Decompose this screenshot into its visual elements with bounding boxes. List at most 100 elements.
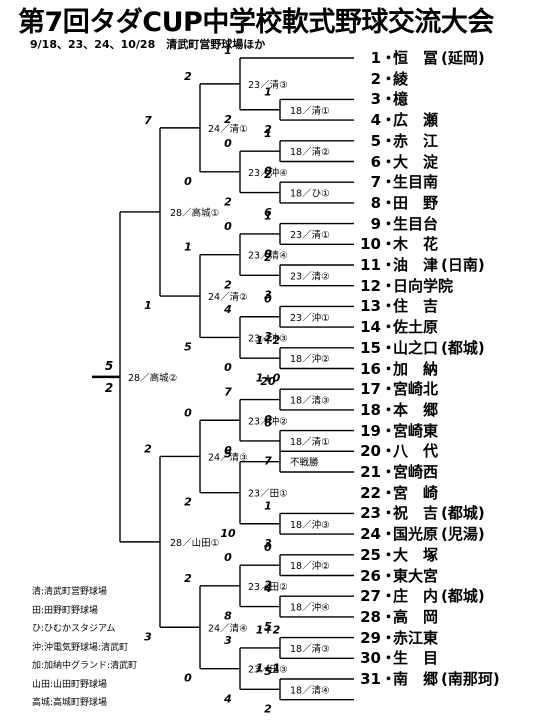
team-separator: ・ bbox=[381, 421, 397, 440]
team-entry: 15・山之口(都城) bbox=[356, 338, 485, 358]
team-separator: ・ bbox=[381, 193, 397, 212]
team-entry: 9・生目台 bbox=[356, 214, 438, 234]
match-score: 2 bbox=[144, 442, 152, 455]
team-separator: ・ bbox=[381, 442, 397, 461]
team-separator: ・ bbox=[381, 380, 397, 399]
team-entry: 3・檍 bbox=[356, 89, 408, 109]
match-label: 23／田③ bbox=[248, 665, 288, 676]
page-subtitle: 9/18、23、24、10/28 清武町営野球場ほか bbox=[30, 38, 266, 51]
match-score: 0 bbox=[184, 672, 192, 685]
team-number: 29 bbox=[360, 628, 381, 647]
team-separator: ・ bbox=[381, 256, 397, 274]
team-number: 11 bbox=[360, 256, 381, 274]
team-number: 23 bbox=[360, 504, 381, 523]
match-label: 18／清③ bbox=[290, 643, 330, 655]
match-score: 6 bbox=[264, 206, 272, 219]
team-name: 住 吉 bbox=[393, 297, 439, 316]
team-entry: 20・八 代 bbox=[356, 441, 438, 461]
team-region: (都城) bbox=[441, 504, 485, 523]
team-entry: 11・油 津(日南) bbox=[356, 255, 485, 275]
team-separator: ・ bbox=[381, 214, 397, 233]
team-name: 生 目 bbox=[393, 649, 439, 668]
match-score: 3 bbox=[144, 630, 152, 643]
match-score: 20 bbox=[260, 375, 276, 388]
match-score: 2 bbox=[184, 572, 192, 585]
team-separator: ・ bbox=[381, 90, 397, 109]
match-score: 2 bbox=[264, 251, 272, 264]
match-score: 1 bbox=[264, 127, 272, 140]
match-label: 18／沖② bbox=[290, 560, 330, 572]
match-score: 1+0 bbox=[256, 372, 281, 385]
match-score: 2 bbox=[224, 196, 232, 209]
match-score: 8 bbox=[224, 610, 232, 623]
match-label: 24／清③ bbox=[208, 451, 248, 463]
team-entry: 17・宮崎北 bbox=[356, 379, 438, 399]
team-separator: ・ bbox=[381, 276, 397, 295]
match-score: 0 bbox=[184, 406, 192, 419]
match-label: 18／沖④ bbox=[290, 602, 330, 614]
team-number: 18 bbox=[360, 400, 381, 419]
team-name: 国光原 bbox=[393, 525, 439, 544]
match-label: 18／ひ① bbox=[290, 189, 330, 200]
match-score: 0 bbox=[224, 220, 232, 233]
final-score: 2 bbox=[105, 381, 113, 395]
team-number: 20 bbox=[360, 442, 381, 461]
team-entry: 24・国光原(児湯) bbox=[356, 524, 485, 544]
team-number: 2 bbox=[370, 69, 381, 88]
team-name: 宮 崎 bbox=[393, 483, 439, 502]
team-name: 八 代 bbox=[393, 442, 439, 461]
team-separator: ・ bbox=[381, 338, 397, 357]
team-number: 26 bbox=[360, 566, 381, 585]
team-separator: ・ bbox=[381, 173, 397, 192]
team-separator: ・ bbox=[381, 400, 397, 419]
venue-legend: 清:清武町営野球場 田:田野町野球場 ひ:ひむかスタジアム 沖:沖電気野球場:清… bbox=[32, 583, 137, 713]
team-name: 佐土原 bbox=[393, 318, 439, 337]
legend-item: ひ:ひむかスタジアム bbox=[32, 624, 116, 634]
match-score: 3 bbox=[264, 289, 272, 302]
match-score: 3 bbox=[264, 330, 272, 343]
team-separator: ・ bbox=[381, 69, 397, 88]
match-score: 2 bbox=[184, 496, 192, 509]
match-label: 18／清② bbox=[290, 146, 330, 158]
team-entry: 30・生 目 bbox=[356, 648, 438, 668]
match-score: 1+2 bbox=[256, 624, 281, 637]
team-entry: 22・宮 崎 bbox=[356, 483, 438, 503]
legend-item: 田:田野町野球場 bbox=[32, 605, 99, 616]
team-number: 12 bbox=[360, 276, 381, 295]
match-label: 23／沖④ bbox=[248, 167, 288, 179]
match-label: 18／清③ bbox=[290, 395, 330, 407]
team-entry: 5・赤 江 bbox=[356, 131, 438, 151]
team-name: 綾 bbox=[393, 69, 409, 88]
team-name: 木 花 bbox=[393, 235, 439, 254]
team-separator: ・ bbox=[381, 131, 397, 150]
team-name: 東大宮 bbox=[393, 566, 439, 585]
team-entry: 21・宮崎西 bbox=[356, 462, 438, 482]
match-score: 0 bbox=[184, 175, 192, 188]
team-number: 10 bbox=[360, 235, 381, 254]
match-score: 1 bbox=[264, 210, 272, 223]
team-separator: ・ bbox=[381, 463, 397, 481]
match-score: 0 bbox=[224, 551, 232, 564]
legend-item: 高城:高城町野球場 bbox=[32, 698, 108, 708]
match-score: 0 bbox=[264, 413, 272, 426]
team-region: (延岡) bbox=[441, 49, 485, 67]
team-separator: ・ bbox=[381, 545, 397, 564]
match-label: 18／清① bbox=[290, 436, 330, 448]
team-number: 8 bbox=[370, 193, 381, 212]
match-label: 18／沖② bbox=[290, 353, 330, 365]
match-label: 23／沖② bbox=[248, 415, 288, 427]
team-number: 9 bbox=[370, 214, 381, 233]
match-score: 0 bbox=[224, 361, 232, 374]
match-score: 5 bbox=[224, 448, 232, 461]
match-score: 10 bbox=[220, 527, 236, 540]
match-label: 28／山田① bbox=[170, 538, 219, 549]
legend-item: 山田:山田町野球場 bbox=[32, 679, 108, 690]
team-entry: 27・庄 内(都城) bbox=[356, 586, 485, 606]
match-score: 5 bbox=[184, 340, 192, 353]
match-score: 0 bbox=[224, 137, 232, 150]
match-score: 2 bbox=[264, 579, 272, 592]
team-separator: ・ bbox=[381, 152, 397, 171]
team-number: 30 bbox=[360, 649, 381, 668]
team-name: 山之口 bbox=[393, 338, 439, 357]
